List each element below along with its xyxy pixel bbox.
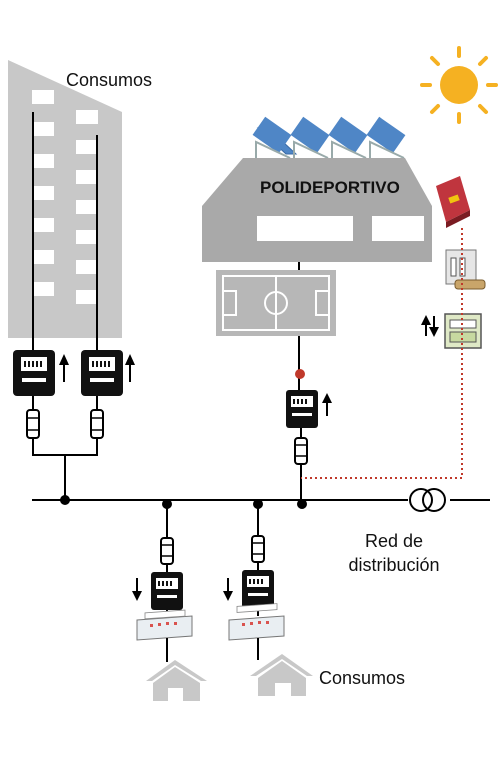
fuse-icon [90, 409, 104, 439]
building-consumption-label: Consumos [66, 70, 153, 90]
electrical-panel-icon [136, 609, 193, 641]
energy-meter-icon [13, 350, 55, 396]
solar-panel-icon [366, 116, 406, 159]
energy-meter-icon [286, 390, 318, 428]
sun-icon [420, 46, 498, 124]
electrical-panel-icon [228, 603, 285, 641]
grid-label-line1: Red de [364, 531, 424, 551]
fuse-icon [251, 535, 265, 563]
energy-meter-icon [242, 570, 274, 608]
arrow-down-icon [132, 578, 142, 601]
sports-center-label: POLIDEPORTIVO [260, 178, 400, 197]
fuse-icon [294, 437, 308, 465]
apartment-building [8, 60, 122, 350]
transformer-icon [409, 488, 446, 512]
arrow-down-icon [429, 316, 439, 337]
inverter-icon [436, 176, 470, 228]
grid-label-line2: distribución [348, 555, 440, 575]
energy-meter-icon [81, 350, 123, 396]
pv-connection-line [301, 228, 463, 479]
fuse-icon [26, 409, 40, 439]
solar-panel-icon [328, 116, 368, 159]
fuse-icon [160, 537, 174, 565]
arrow-down-icon [223, 578, 233, 601]
arrow-up-icon [59, 354, 69, 382]
energy-meter-icon [151, 572, 183, 610]
sports-center-building [202, 158, 432, 262]
arrow-up-icon [125, 354, 135, 382]
bus-node [60, 495, 307, 509]
football-field [216, 270, 336, 336]
houses-consumption-label: Consumos [319, 668, 406, 688]
arrow-up-icon [322, 393, 332, 416]
connection-point [295, 369, 305, 379]
solar-panel-icon [252, 116, 298, 159]
arrow-up-icon [421, 315, 431, 336]
solar-panel-icon [290, 116, 330, 159]
house-icon [250, 654, 313, 696]
protection-switch-icon [445, 249, 486, 290]
house-icon [146, 660, 207, 701]
